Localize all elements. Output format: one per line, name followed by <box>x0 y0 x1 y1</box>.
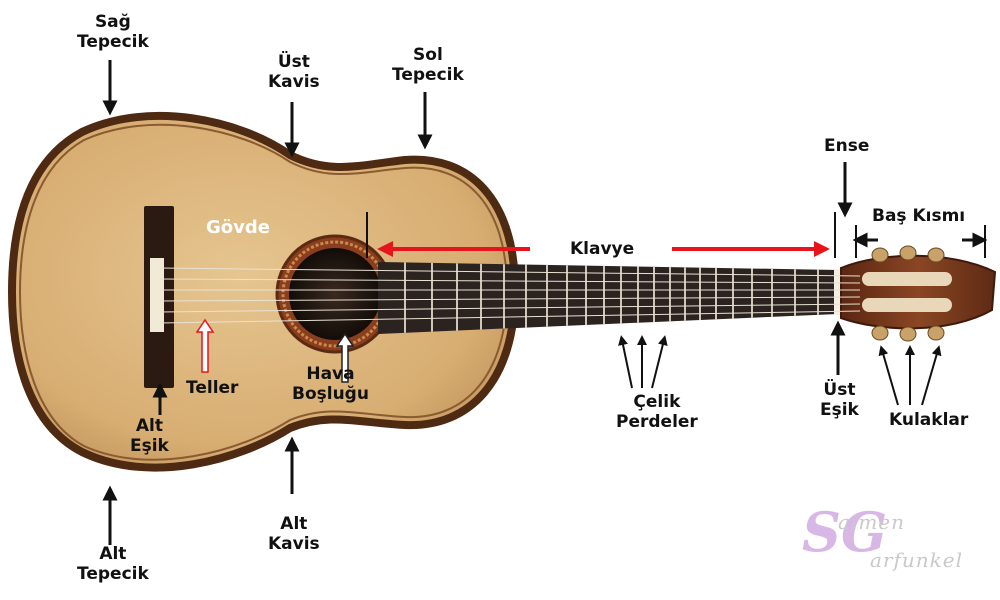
label-ust-kavis: Üst Kavis <box>268 52 320 92</box>
nut <box>834 269 841 315</box>
label-bas-kismi: Baş Kısmı <box>872 206 966 226</box>
label-ense: Ense <box>824 136 870 156</box>
label-teller: Teller <box>186 378 239 398</box>
label-alt-esik: Alt Eşik <box>130 416 169 456</box>
label-govde: Gövde <box>206 217 270 238</box>
label-klavye: Klavye <box>570 239 635 259</box>
label-kulaklar: Kulaklar <box>889 410 969 430</box>
label-ust-esik: Üst Eşik <box>820 380 859 420</box>
headstock <box>840 254 997 330</box>
guitar-body <box>7 111 520 472</box>
label-alt-kavis: Alt Kavis <box>268 514 320 554</box>
peg-arrows <box>878 345 942 406</box>
arrow-teller <box>195 318 215 373</box>
watermark-line2: arfunkel <box>870 548 963 572</box>
label-alt-tepecik: Alt Tepecik <box>77 544 149 584</box>
sound-hole <box>289 248 381 340</box>
annotation-arrows <box>102 60 988 545</box>
strings <box>159 267 861 324</box>
fret-arrows <box>618 335 668 389</box>
label-sol-tepecik: Sol Tepecik <box>392 45 464 85</box>
watermark-logo: SG <box>802 500 888 564</box>
watermark-line1: aimen <box>838 510 906 534</box>
label-celik-perdeler: Çelik Perdeler <box>616 392 698 432</box>
label-hava-boslugu: Hava Boşluğu <box>292 364 369 404</box>
tuning-pegs <box>871 245 945 342</box>
label-sag-tepecik: Sağ Tepecik <box>77 12 149 52</box>
body-binding <box>18 123 509 461</box>
saddle <box>150 258 164 332</box>
arrow-hava-boslugu <box>335 332 355 383</box>
